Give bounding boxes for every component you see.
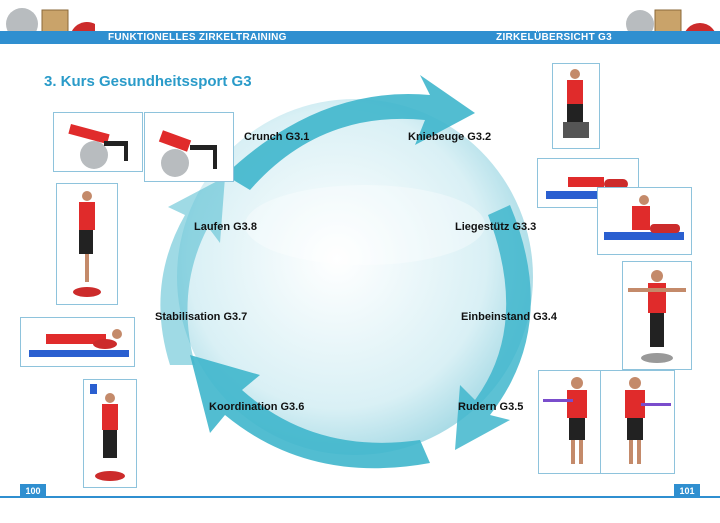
footer-line	[0, 496, 720, 498]
photo-stabilisation	[20, 317, 135, 367]
photo-liegestuetz-2	[597, 187, 692, 255]
page-number-left: 100	[20, 484, 46, 498]
photo-rudern-2	[600, 370, 675, 474]
header-left-title: FUNKTIONELLES ZIRKELTRAINING	[108, 32, 287, 43]
station-label-crunch: Crunch G3.1	[244, 131, 310, 143]
header-bar: FUNKTIONELLES ZIRKELTRAINING ZIRKELÜBERS…	[0, 31, 720, 44]
photo-rudern-1	[538, 370, 612, 474]
arrow-bottom	[190, 355, 430, 469]
circuit-diagram	[160, 75, 533, 469]
station-label-kniebeuge: Kniebeuge G3.2	[408, 131, 492, 143]
photo-laufen	[56, 183, 118, 305]
photo-crunch-2	[144, 112, 234, 182]
photo-einbeinstand	[622, 261, 692, 370]
photo-crunch-1	[53, 112, 143, 172]
arrow-right	[455, 205, 531, 450]
station-label-laufen: Laufen G3.8	[194, 221, 257, 233]
station-label-rudern: Rudern G3.5	[458, 401, 524, 413]
arrow-left	[160, 177, 225, 365]
station-label-stabilisation: Stabilisation G3.7	[155, 311, 248, 323]
station-label-liegestuetz: Liegestütz G3.3	[455, 221, 537, 233]
station-label-koordination: Koordination G3.6	[209, 401, 305, 413]
arrow-top	[225, 75, 475, 190]
header-right-title: ZIRKELÜBERSICHT G3	[496, 32, 612, 43]
photo-koordination	[83, 379, 137, 488]
photo-kniebeuge	[552, 63, 600, 149]
station-label-einbeinstand: Einbeinstand G3.4	[461, 311, 557, 323]
center-disc	[177, 99, 533, 455]
page-number-right: 101	[674, 484, 700, 498]
page-title: 3. Kurs Gesundheitssport G3	[44, 73, 252, 90]
